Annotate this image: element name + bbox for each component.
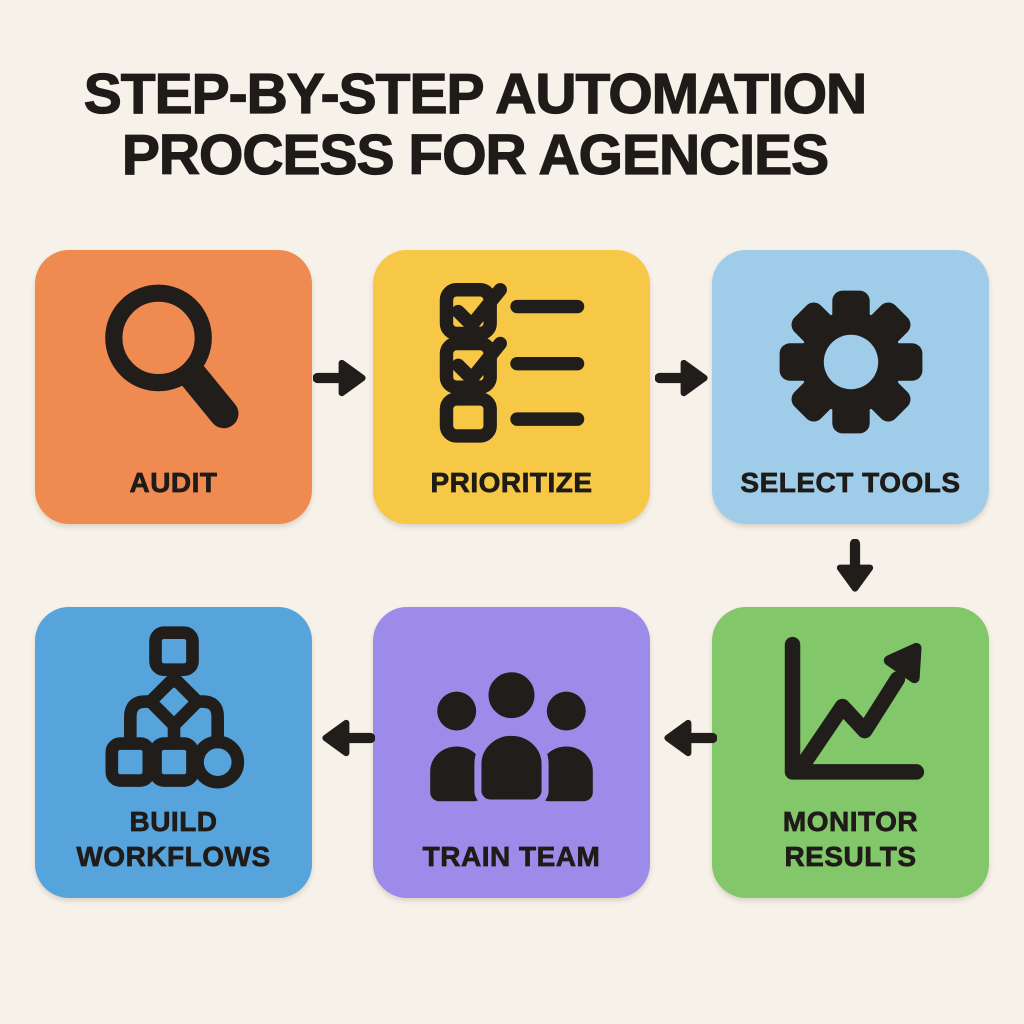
page-title-line2: PROCESS FOR AGENCIES: [121, 122, 830, 187]
step-card-monitor-results: MONITOR RESULTS: [712, 607, 989, 898]
page-title-line1: STEP-BY-STEP AUTOMATION: [83, 62, 868, 126]
step-label-prioritize: PRIORITIZE: [430, 467, 593, 499]
step-card-train-team: TRAIN TEAM: [373, 607, 650, 898]
workflow-icon: [35, 607, 312, 804]
step-card-audit: AUDIT: [35, 250, 312, 524]
checklist-icon: [373, 250, 650, 465]
step-label-build-workflows: BUILD WORKFLOWS: [76, 806, 271, 873]
step-label-select-tools: SELECT TOOLS: [740, 467, 961, 499]
step-label-audit: AUDIT: [129, 467, 218, 499]
step-card-build-workflows: BUILD WORKFLOWS: [35, 607, 312, 898]
arrow-left-icon: [321, 717, 375, 759]
team-icon: [373, 607, 650, 839]
magnifier-icon: [35, 250, 312, 465]
step-label-train-team: TRAIN TEAM: [422, 841, 601, 873]
chart-icon: [712, 607, 989, 804]
step-card-select-tools: SELECT TOOLS: [712, 250, 989, 524]
arrow-right-icon: [655, 357, 709, 399]
page-title: STEP-BY-STEP AUTOMATION PROCESS FOR AGEN…: [0, 62, 950, 187]
arrow-left-icon: [663, 717, 717, 759]
gear-icon: [712, 250, 989, 465]
step-label-monitor-results: MONITOR RESULTS: [782, 806, 919, 873]
arrow-right-icon: [313, 357, 367, 399]
arrow-down-icon: [834, 539, 876, 593]
step-card-prioritize: PRIORITIZE: [373, 250, 650, 524]
